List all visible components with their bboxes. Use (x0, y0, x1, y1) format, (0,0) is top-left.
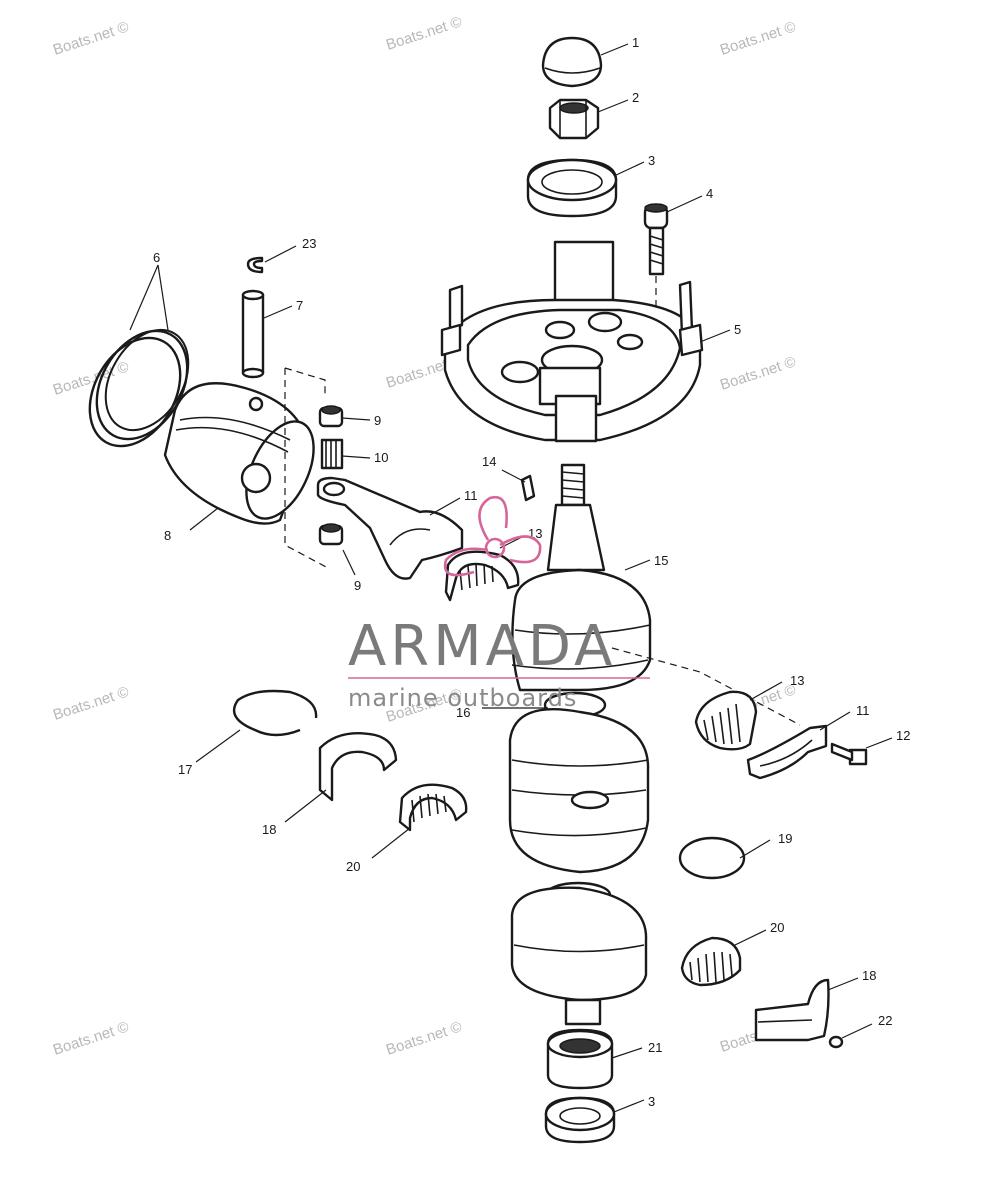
callout-11-right: 11 (856, 703, 870, 718)
part-11-connecting-rod (316, 476, 464, 580)
callout-15: 15 (654, 553, 668, 568)
callout-10: 10 (374, 450, 388, 465)
callout-20-left: 20 (346, 859, 360, 874)
part-5-end-cap-housing (440, 240, 704, 443)
part-19-retaining-ring (678, 836, 746, 880)
propeller-logo-mark (443, 495, 542, 577)
part-13-needle-cage-left (444, 550, 520, 602)
part-18-bearing-race-right (754, 978, 830, 1042)
callout-16: 16 (456, 705, 470, 720)
callout-2: 2 (632, 90, 639, 105)
part-11-rod-cap (746, 724, 828, 780)
callout-1: 1 (632, 35, 639, 50)
callout-11-left: 11 (464, 488, 478, 503)
part-9-thrust-washer-bottom (318, 523, 344, 546)
part-22-pin (828, 1035, 844, 1049)
logo-wordmark: ARMADA (348, 614, 616, 679)
callout-3-bottom: 3 (648, 1094, 655, 1109)
callout-9-top: 9 (374, 413, 381, 428)
callout-3: 3 (648, 153, 655, 168)
part-1-cap (541, 36, 603, 88)
part-7-wrist-pin (241, 289, 265, 379)
part-13-needle-cage-right (694, 690, 758, 751)
part-21-roller-bearing (546, 1028, 614, 1090)
watermark-text: Boats.net © (384, 13, 464, 53)
callout-14: 14 (482, 454, 496, 469)
callout-20-right: 20 (770, 920, 784, 935)
part-3-seal-top (526, 158, 618, 218)
watermark-text: Boats.net © (718, 18, 798, 58)
watermark-text: Boats.net © (718, 353, 798, 393)
part-8-piston (163, 382, 315, 525)
callout-21: 21 (648, 1040, 662, 1055)
logo-tagline: marine outboards (348, 684, 577, 712)
callout-13-right: 13 (790, 673, 804, 688)
callout-9-bottom: 9 (354, 578, 361, 593)
part-14-clip (520, 474, 536, 502)
part-20-needle-cage-right (680, 936, 742, 987)
callout-8: 8 (164, 528, 171, 543)
watermark-text: Boats.net © (51, 18, 131, 58)
callout-17: 17 (178, 762, 192, 777)
part-20-needle-cage-left (398, 783, 468, 832)
part-23-clip (246, 256, 264, 274)
leader-lines (129, 43, 893, 1113)
part-10-needle-bearing (320, 438, 344, 470)
callout-19: 19 (778, 831, 792, 846)
part-2-nut (548, 98, 600, 140)
callout-7: 7 (296, 298, 303, 313)
watermark-text: Boats.net © (51, 1018, 131, 1058)
part-15-crankshaft (508, 463, 652, 1026)
callout-22: 22 (878, 1013, 892, 1028)
callout-18-right: 18 (862, 968, 876, 983)
watermark-text: Boats.net © (384, 1018, 464, 1058)
part-18-bearing-race-left (318, 731, 398, 802)
callout-labels: 1 2 3 4 5 6 7 8 9 10 11 9 14 13 15 13 11… (153, 35, 910, 1109)
callout-18-left: 18 (262, 822, 276, 837)
armada-logo: ARMADA marine outboards (348, 495, 650, 712)
part-4-bolt (643, 203, 669, 345)
callout-23: 23 (302, 236, 316, 251)
part-3-seal-bottom (544, 1096, 616, 1144)
watermark-text: Boats.net © (51, 683, 131, 723)
callout-4: 4 (706, 186, 713, 201)
callout-12: 12 (896, 728, 910, 743)
callout-6: 6 (153, 250, 160, 265)
part-12-screw (830, 742, 868, 766)
callout-5: 5 (734, 322, 741, 337)
part-17-retaining-ring (232, 689, 318, 737)
part-9-thrust-washer-top (318, 405, 344, 428)
